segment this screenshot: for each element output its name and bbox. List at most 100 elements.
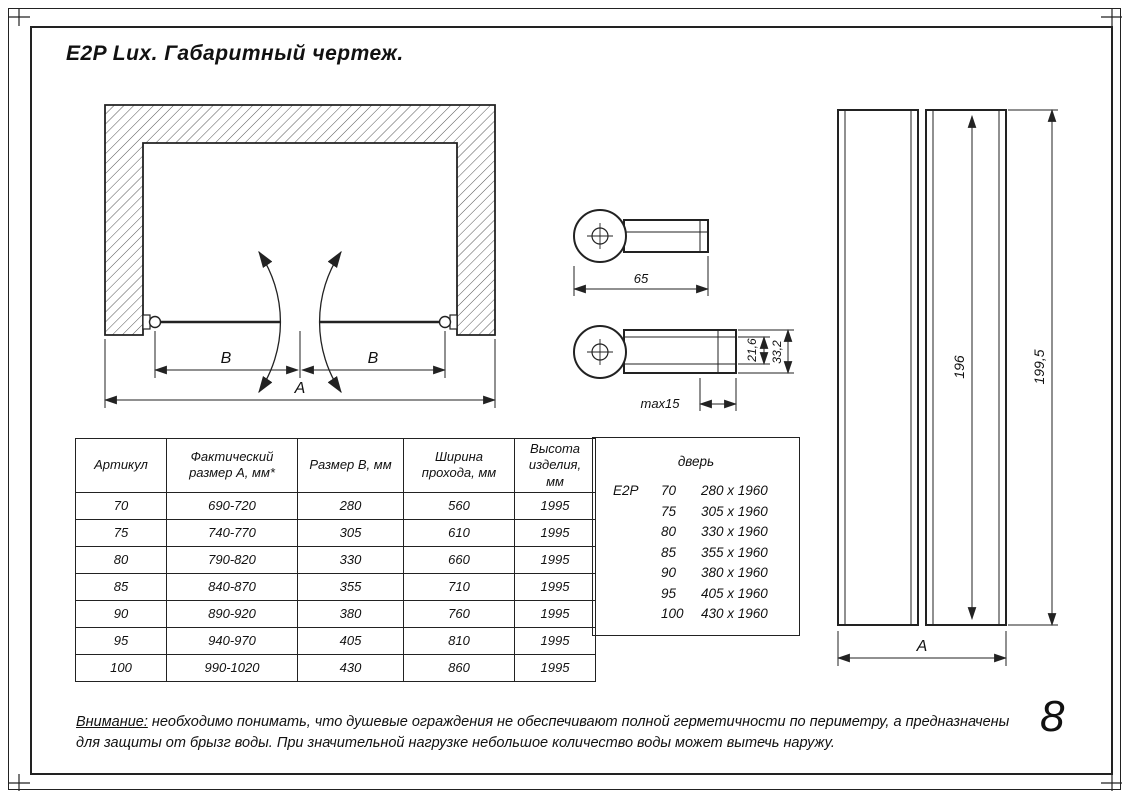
cell-height: 1995 bbox=[514, 626, 596, 655]
door-size-row: 100 430 x 1960 bbox=[613, 604, 799, 625]
door-size: 430 x 1960 bbox=[701, 606, 768, 621]
door-size-row: 90 380 x 1960 bbox=[613, 563, 799, 584]
col-header-article: Артикул bbox=[75, 438, 167, 493]
table-row: 90 890-920 380 760 1995 bbox=[75, 599, 596, 628]
page-number: 8 bbox=[1040, 692, 1065, 741]
dim-label-b-left: B bbox=[221, 350, 232, 367]
cell-size-b: 405 bbox=[297, 626, 404, 655]
dimension-a-front bbox=[836, 631, 1008, 666]
swing-arc-right bbox=[318, 250, 342, 394]
cell-height: 1995 bbox=[514, 491, 596, 520]
col-header-size-b: Размер В, мм bbox=[297, 438, 404, 493]
front-panel-right bbox=[925, 109, 1007, 626]
cell-passage: 610 bbox=[403, 518, 515, 547]
table-row: 75 740-770 305 610 1995 bbox=[75, 518, 596, 547]
door-article: 80 bbox=[661, 524, 677, 539]
door-article: 70 bbox=[661, 483, 677, 498]
door-model bbox=[613, 563, 661, 584]
table-row: 95 940-970 405 810 1995 bbox=[75, 626, 596, 655]
cell-height: 1995 bbox=[514, 572, 596, 601]
cell-size-b: 280 bbox=[297, 491, 404, 520]
cell-height: 1995 bbox=[514, 599, 596, 628]
frame-outer-border bbox=[8, 8, 1121, 790]
cell-height: 1995 bbox=[514, 545, 596, 574]
door-size: 330 x 1960 bbox=[701, 524, 768, 539]
dimension-a bbox=[103, 339, 497, 408]
cell-height: 1995 bbox=[514, 518, 596, 547]
door-model bbox=[613, 584, 661, 605]
dim-label-a: A bbox=[294, 380, 306, 397]
door-model: E2P bbox=[613, 483, 639, 498]
page-title: E2P Lux. Габаритный чертеж. bbox=[66, 42, 404, 65]
dimension-max15 bbox=[698, 378, 738, 411]
spec-table: Артикул Фактический размер А, мм* Размер… bbox=[75, 438, 596, 682]
dim-label-65: 65 bbox=[634, 271, 649, 286]
dimension-33-2 bbox=[738, 328, 794, 375]
cell-passage: 860 bbox=[403, 653, 515, 682]
door-size: 280 x 1960 bbox=[701, 483, 768, 498]
door-box-title: дверь bbox=[677, 454, 715, 469]
cell-size-b: 305 bbox=[297, 518, 404, 547]
door-size-row: 75 305 x 1960 bbox=[613, 502, 799, 523]
door-article: 85 bbox=[661, 544, 677, 560]
table-row: 85 840-870 355 710 1995 bbox=[75, 572, 596, 601]
cell-size-a: 890-920 bbox=[166, 599, 298, 628]
table-row: 70 690-720 280 560 1995 bbox=[75, 491, 596, 520]
spec-table-header-row: Артикул Фактический размер А, мм* Размер… bbox=[75, 438, 596, 493]
profile-section-top bbox=[573, 209, 709, 263]
cell-article: 100 bbox=[75, 653, 167, 682]
door-model bbox=[613, 522, 661, 543]
door-size: 355 x 1960 bbox=[701, 544, 768, 560]
cell-article: 85 bbox=[75, 572, 167, 601]
cell-size-b: 380 bbox=[297, 599, 404, 628]
cell-passage: 660 bbox=[403, 545, 515, 574]
cell-passage: 760 bbox=[403, 599, 515, 628]
door-size-list: E2P 70 280 x 1960 75 305 x 1960 80 330 x… bbox=[593, 481, 799, 625]
door-article: 90 bbox=[661, 565, 677, 580]
door-model bbox=[613, 543, 661, 564]
cell-article: 75 bbox=[75, 518, 167, 547]
dimension-21-6 bbox=[738, 335, 770, 366]
cell-article: 70 bbox=[75, 491, 167, 520]
hinge-left-icon bbox=[142, 314, 162, 330]
table-row: 80 790-820 330 660 1995 bbox=[75, 545, 596, 574]
front-view-drawing: 196 199,5 A bbox=[836, 108, 1058, 666]
door-model bbox=[613, 604, 661, 625]
door-size-row: 80 330 x 1960 bbox=[613, 522, 799, 543]
warning-text: необходимо понимать, что душевые огражде… bbox=[76, 713, 1010, 752]
door-size-row: 95 405 x 1960 bbox=[613, 584, 799, 605]
dim-label-199-5: 199,5 bbox=[1031, 349, 1047, 384]
col-header-actual-size-a: Фактический размер А, мм* bbox=[166, 438, 298, 493]
plan-view-drawing: B B A bbox=[103, 104, 497, 408]
cell-size-a: 990-1020 bbox=[166, 653, 298, 682]
profile-sections-drawing: 65 21,6 33,2 max15 bbox=[572, 209, 794, 411]
door-article: 95 bbox=[661, 585, 677, 601]
table-row: 100 990-1020 430 860 1995 bbox=[75, 653, 596, 682]
dimension-199-5 bbox=[1008, 108, 1058, 627]
cell-size-a: 790-820 bbox=[166, 545, 298, 574]
door-article: 75 bbox=[661, 503, 677, 519]
dim-label-196: 196 bbox=[951, 355, 967, 379]
cell-passage: 810 bbox=[403, 626, 515, 655]
cell-height: 1995 bbox=[514, 653, 596, 682]
cell-size-a: 740-770 bbox=[166, 518, 298, 547]
dim-label-b-right: B bbox=[368, 350, 379, 367]
cell-passage: 560 bbox=[403, 491, 515, 520]
swing-arc-left bbox=[258, 250, 282, 394]
door-size: 305 x 1960 bbox=[701, 503, 768, 519]
cell-size-b: 330 bbox=[297, 545, 404, 574]
cell-size-b: 355 bbox=[297, 572, 404, 601]
cell-size-a: 690-720 bbox=[166, 491, 298, 520]
col-header-product-height: Высота изделия, мм bbox=[514, 438, 596, 493]
dimension-b-right bbox=[300, 331, 447, 378]
wall-section-hatched bbox=[104, 104, 496, 336]
door-model bbox=[613, 502, 661, 523]
cell-article: 80 bbox=[75, 545, 167, 574]
door-size-row: E2P 70 280 x 1960 bbox=[613, 481, 799, 502]
frame-inner-border bbox=[30, 26, 1113, 775]
hinge-right-icon bbox=[438, 314, 458, 330]
cell-article: 95 bbox=[75, 626, 167, 655]
door-size: 380 x 1960 bbox=[701, 565, 768, 580]
front-panel-left bbox=[837, 109, 919, 626]
